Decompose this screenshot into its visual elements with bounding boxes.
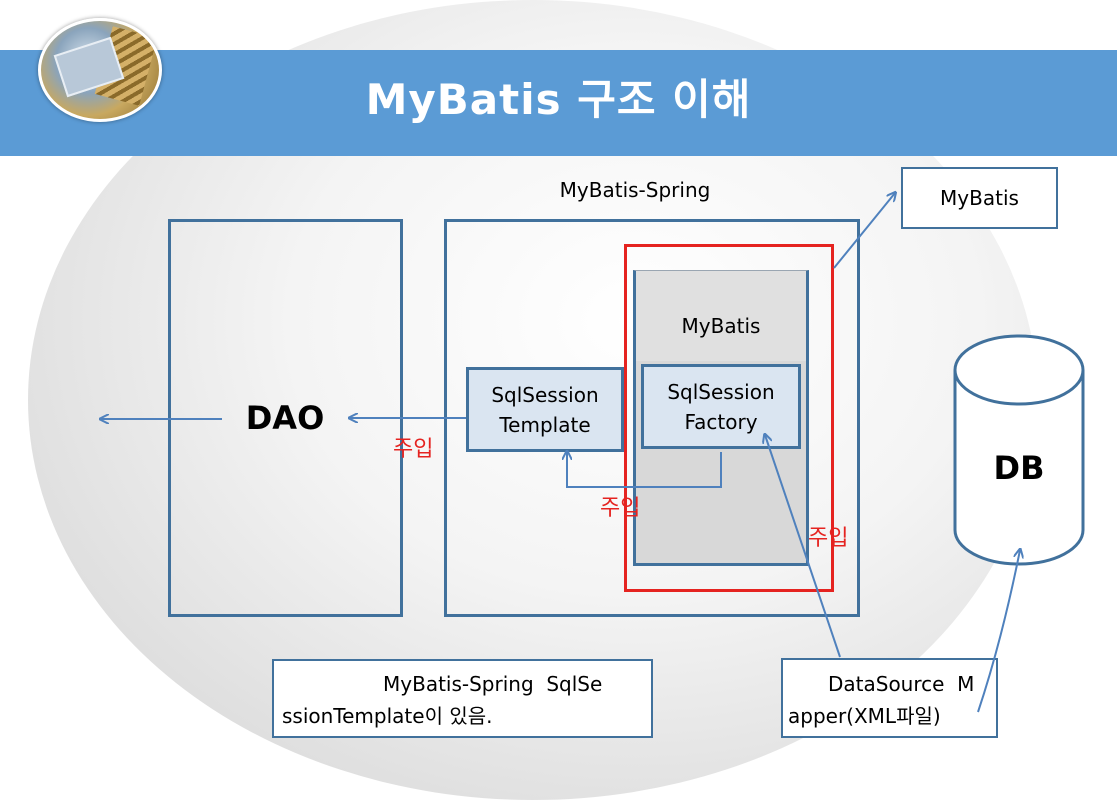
- sqlsession-template-box: [466, 367, 624, 452]
- sqlsession-factory-line2: Factory: [684, 410, 758, 434]
- mybatis-callout-label: MyBatis: [940, 186, 1019, 210]
- note-line2: ssionTemplate이 있음.: [282, 704, 493, 728]
- mybatis-inner-label: MyBatis: [681, 314, 761, 338]
- slide-title: MyBatis 구조 이해: [365, 75, 752, 124]
- sqlsession-template-line1: SqlSession: [491, 383, 599, 407]
- mybatis-callout-box: [901, 167, 1058, 229]
- datasource-line1: DataSource M: [828, 672, 975, 696]
- mybatis-spring-label: MyBatis-Spring: [559, 178, 711, 202]
- dao-label: DAO: [245, 399, 325, 437]
- sqlsession-template-line2: Template: [499, 413, 591, 437]
- datasource-to-db-arrow: [977, 550, 1020, 713]
- title-bar: [0, 50, 1117, 156]
- inject-label-template: 주입: [600, 496, 641, 521]
- note-box: [272, 659, 653, 738]
- note-line1: MyBatis-Spring SqlSe: [383, 672, 603, 696]
- mybatis-highlight-box: [624, 244, 834, 592]
- sqlsession-factory-box: [641, 364, 801, 449]
- db-cylinder-icon: [953, 334, 1085, 566]
- datasource-to-factory-arrow: [765, 435, 841, 658]
- logo-image: [38, 18, 162, 122]
- datasource-box: [781, 658, 998, 738]
- sqlsession-factory-line1: SqlSession: [667, 380, 775, 404]
- datasource-line2: apper(XML파일): [788, 704, 941, 728]
- inject-label-factory: 주입: [808, 526, 849, 551]
- factory-to-template-arrow: [567, 452, 722, 488]
- db-label: DB: [993, 449, 1045, 487]
- mybatis-callout-arrow: [833, 193, 895, 269]
- inject-label-dao: 주입: [393, 437, 434, 462]
